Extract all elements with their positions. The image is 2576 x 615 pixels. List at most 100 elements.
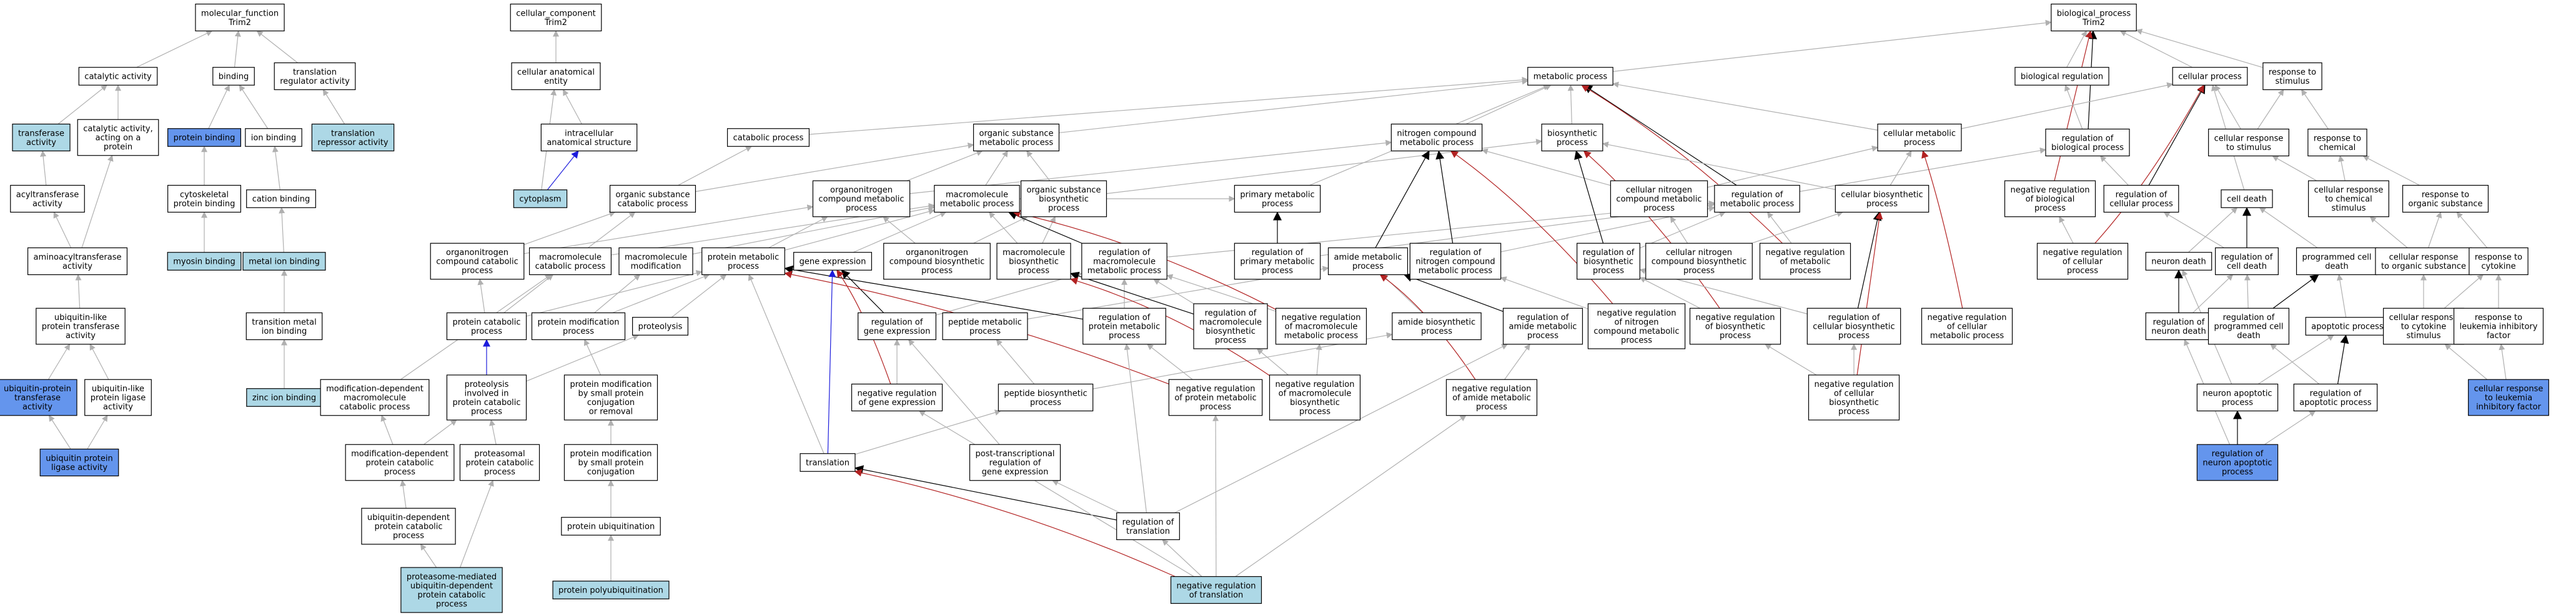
node-label-line: negative regulation	[1176, 384, 1255, 394]
edge-reg-amidemet-to-nitrogen	[1375, 150, 1430, 248]
node-label-line: biological process	[2051, 143, 2124, 152]
node-label-line: translation	[1126, 527, 1170, 536]
node-label-line: cellular metabolic	[1883, 129, 1956, 138]
edge-isa-ubprotlig-to-ubligase	[87, 414, 108, 449]
node-label-line: activity	[22, 402, 52, 412]
edge-isa-metalion-to-cationbind	[279, 207, 285, 252]
node-label-line: process	[471, 407, 502, 416]
node-label-line: organonitrogen	[906, 248, 968, 258]
go-term-node-catabolic: catabolic process	[726, 128, 810, 147]
edge-isa-negregcellproc-to-negregbio	[2059, 216, 2074, 244]
node-label-line: organic substance	[1027, 186, 1101, 195]
node-label-line: negative regulation	[1765, 248, 1845, 258]
node-label-line: process	[393, 531, 424, 541]
edge-isa-orgsubcat-to-orgsubmet	[695, 142, 974, 192]
node-label-line: negative regulation	[1176, 581, 1256, 591]
edge-isa-neuronapop-to-apoptotic	[2257, 334, 2334, 385]
edge-isa-negregtrans-to-regtrans	[1162, 539, 1202, 577]
edge-isa-ubdep-to-moddepprot	[400, 479, 407, 509]
edge-isa-regcelldeath-to-regcellproc	[2163, 211, 2224, 249]
node-label-line: programmed cell	[2214, 322, 2284, 332]
node-label-line: compound biosynthetic	[889, 258, 985, 267]
node-label-line: process	[1262, 199, 1293, 209]
edge-isa-cellmet-to-cellproc	[1961, 82, 2174, 129]
node-label-line: regulation of	[2116, 190, 2167, 199]
node-label-line: process	[1352, 262, 1384, 271]
node-label-line: protein ligase	[91, 394, 146, 403]
node-label-line: protein catabolic	[417, 591, 485, 600]
edge-isa-orgsubmet-to-metabolic	[1059, 78, 1528, 134]
node-label-line: process	[1299, 407, 1330, 416]
go-term-node-catalytic: catalytic activity	[78, 67, 158, 86]
edge-reg-regcellbio-to-cellbio	[1857, 211, 1882, 309]
node-label-line: process	[1018, 266, 1049, 276]
edge-isa-cellbio-to-biosynth	[1602, 141, 1836, 190]
node-box	[1921, 308, 2013, 345]
edge-isa-biosynth-to-metabolic	[1567, 84, 1574, 124]
node-label-line: regulation of	[1731, 190, 1783, 199]
edge-isa-protbind-to-binding	[208, 84, 230, 129]
edge-isa-cellnitrobio-to-cellbio	[1751, 211, 1843, 244]
node-label-line: process	[2034, 204, 2066, 213]
edge-isa-ionbind-to-binding	[239, 84, 269, 129]
go-term-node-biolreg: biological regulation	[2014, 67, 2109, 86]
node-label-line: negative regulation	[2043, 248, 2122, 258]
node-label-line: modification-dependent	[326, 384, 424, 394]
node-label-line: protein binding	[174, 199, 235, 209]
node-label-line: negative regulation	[857, 389, 936, 398]
go-term-node-cytoplasm: cytoplasm	[513, 189, 568, 208]
node-label-line: peptide biosynthetic	[1004, 389, 1087, 398]
go-term-node-protpolyub: protein polyubiquitination	[552, 581, 670, 599]
node-box	[2036, 242, 2129, 280]
node-label-line: process	[728, 262, 759, 271]
edge-isa-reggeneexpr-to-regmacromet	[936, 272, 1082, 316]
edges-layer	[40, 19, 2507, 581]
node-label-line: metabolic process	[979, 138, 1054, 148]
node-box	[793, 252, 872, 271]
node-label-line: chemical	[2319, 143, 2356, 152]
node-label-line: process	[1866, 199, 1898, 209]
node-label-line: negative regulation	[2010, 186, 2089, 195]
node-label-line: macromolecule	[1199, 318, 1262, 327]
node-label-line: response to	[2422, 190, 2469, 199]
edge-negreg-negregmacrobio-to-macrobio	[1070, 277, 1270, 376]
edge-isa-ubligase-to-ubllike	[89, 343, 109, 380]
node-label-line: to leukemia	[2485, 394, 2532, 403]
node-box	[2045, 128, 2130, 157]
node-box	[84, 379, 152, 416]
node-label-line: zinc ion binding	[252, 394, 316, 403]
node-label-line: transferase	[14, 394, 61, 403]
node-label-line: regulation of	[1430, 248, 1482, 258]
node-label-line: ubiquitin-dependent	[410, 581, 493, 591]
node-label-line: gene expression	[800, 258, 866, 267]
node-label-line: entity	[544, 77, 568, 86]
node-label-line: negative regulation	[1275, 380, 1354, 389]
go-term-node-protubiq: protein ubiquitination	[561, 517, 661, 536]
edge-isa-cationbind-to-ionbind	[272, 146, 280, 190]
node-label-line: negative regulation	[1281, 313, 1360, 322]
node-label-line: activity	[103, 402, 133, 412]
edge-isa-orgsubbio-to-orgsubmet	[1026, 150, 1051, 181]
edge-isa-regcellproc-to-regbio	[2099, 155, 2129, 186]
node-box	[345, 444, 455, 481]
node-box	[446, 374, 527, 421]
node-box	[1645, 242, 1753, 280]
node-box	[2296, 247, 2378, 276]
node-label-line: cellular response	[2214, 134, 2284, 143]
node-label-line: cell death	[2227, 195, 2267, 204]
node-box	[446, 312, 527, 341]
edge-isa-organocat-to-organomet	[523, 204, 814, 254]
